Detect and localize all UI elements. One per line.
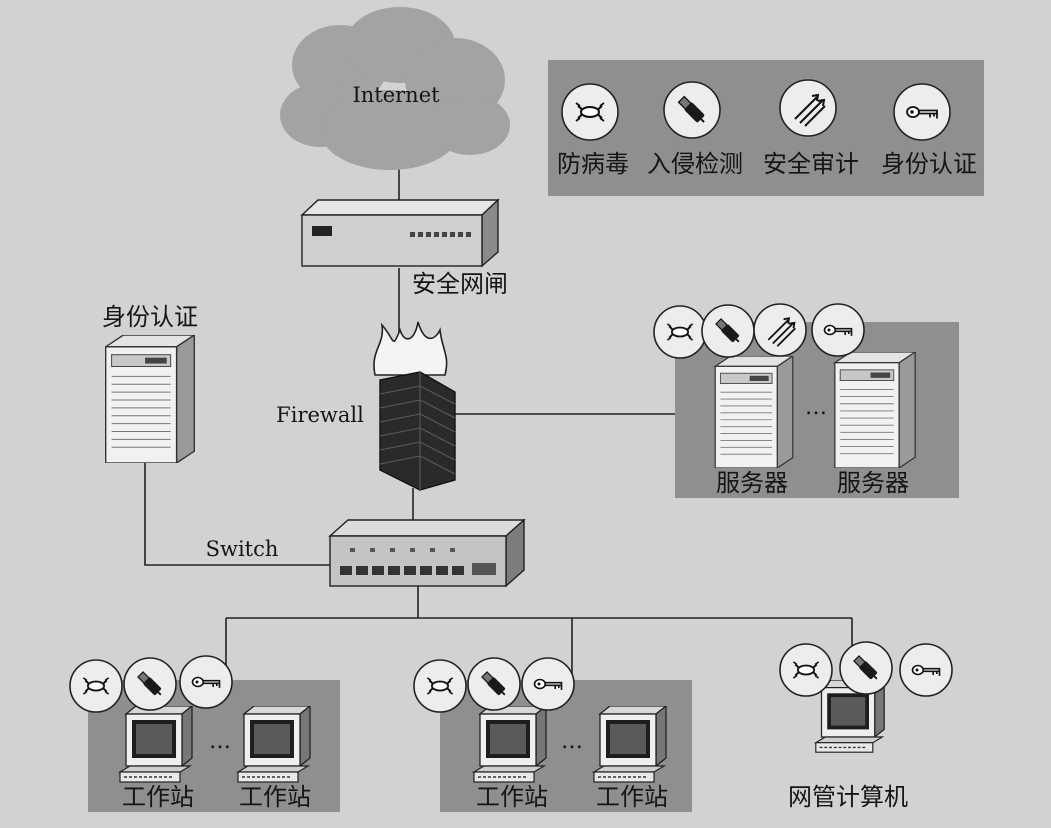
workstation-pc-2 (237, 706, 311, 783)
internet-label: Internet (352, 83, 440, 107)
server-label-2: 服务器 (837, 469, 909, 497)
workstation-group-1: … 工作站 工作站 (69, 655, 340, 812)
legend-label-antivirus: 防病毒 (557, 150, 629, 178)
fire-flames (373, 321, 448, 376)
workstation-label-2: 工作站 (239, 783, 311, 811)
workstation-group-2: … 工作站 工作站 (413, 657, 692, 812)
legend-label-identity-auth: 身份认证 (881, 150, 977, 178)
server-audit-badge (753, 303, 807, 357)
auth-server-tower (105, 335, 195, 463)
security-gateway: 安全网闸 (300, 198, 508, 298)
server-label-1: 服务器 (716, 469, 788, 497)
server-group: … 服务器 服务器 (653, 303, 959, 498)
switch-label: Switch (206, 537, 279, 561)
connections (144, 168, 853, 700)
server-ellipsis: … (805, 395, 827, 420)
link-auth-switch (144, 463, 330, 566)
auth-server: 身份认证 (102, 303, 198, 463)
server-tower-2 (834, 352, 916, 468)
workstation-pc-4 (593, 706, 667, 783)
admin-pc-label: 网管计算机 (788, 783, 908, 811)
server-tower-1 (714, 356, 794, 468)
workstation-ellipsis-1: … (209, 729, 231, 754)
server-badges (653, 303, 865, 359)
legend-item-security-audit: 安全审计 (763, 79, 859, 178)
workstation-group-2-badges (413, 657, 575, 713)
workstation-group-1-badges (69, 655, 233, 713)
security-audit-badge (779, 79, 837, 137)
legend: 防病毒 入侵检测 安全审计 身份认证 (548, 60, 984, 196)
workstation-label-4: 工作站 (596, 783, 668, 811)
firewall-label: Firewall (276, 403, 364, 427)
internet-cloud: Internet (280, 7, 510, 170)
legend-item-antivirus: 防病毒 (557, 83, 629, 178)
legend-item-identity-auth: 身份认证 (881, 83, 977, 178)
legend-item-intrusion-detection: 入侵检测 (647, 81, 743, 178)
legend-label-intrusion-detection: 入侵检测 (647, 150, 743, 178)
auth-server-label: 身份认证 (102, 303, 198, 331)
legend-label-security-audit: 安全审计 (763, 150, 859, 178)
switch: Switch (206, 518, 526, 588)
workstation-label-3: 工作站 (476, 783, 548, 811)
workstation-pc-3 (473, 706, 547, 783)
workstation-label-1: 工作站 (122, 783, 194, 811)
workstation-pc-1 (119, 706, 193, 783)
admin-computer: 网管计算机 (779, 641, 953, 811)
workstation-ellipsis-2: … (561, 729, 583, 754)
firewall: Firewall (276, 321, 456, 491)
gateway-label: 安全网闸 (412, 270, 508, 298)
admin-badges (779, 641, 953, 697)
